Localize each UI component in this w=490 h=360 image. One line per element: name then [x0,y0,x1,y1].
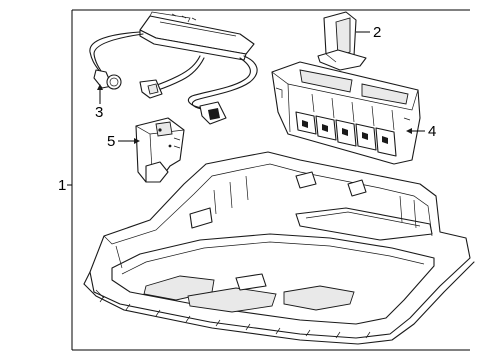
wiring-harness-part [89,11,258,125]
callout-label-2: 2 [373,24,381,41]
callout-label-3: 3 [95,104,103,121]
callout-3: 3 [95,84,103,121]
callout-label-1: 1 [58,177,66,194]
bracket-part [317,11,367,71]
switch-housing-part [135,117,185,183]
callout-2: 2 [356,24,381,41]
callout-1: 1 [58,177,72,194]
frame-bracket [71,9,470,351]
callout-label-4: 4 [428,123,436,140]
lamp-bracket-part [271,61,421,165]
callout-5: 5 [107,133,140,150]
callout-4: 4 [406,123,436,140]
overhead-console-part [83,151,475,345]
callout-label-5: 5 [107,133,115,150]
